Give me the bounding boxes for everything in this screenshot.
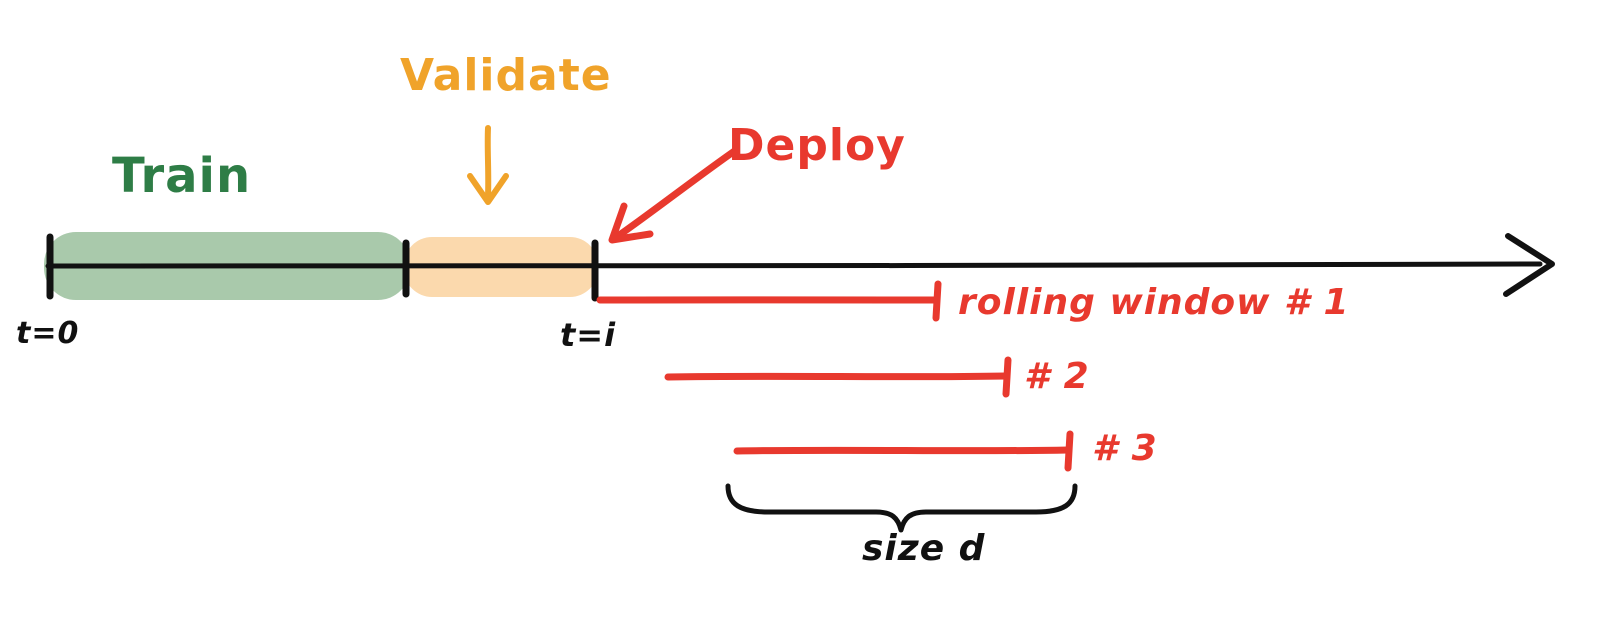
- t0-tick-label: t=0: [16, 316, 80, 351]
- deploy-arrowhead-icon: [608, 202, 654, 244]
- validate-arrow: [484, 125, 492, 199]
- size-d-brace: [725, 483, 1078, 533]
- deploy-arrow: [614, 146, 740, 240]
- ti-tick-label: t=i: [560, 316, 617, 354]
- validate-label: Validate: [400, 50, 612, 101]
- deploy-label: Deploy: [728, 120, 906, 171]
- rolling-window-3-line: [733, 446, 1072, 455]
- rolling-window-3-label: # 3: [1092, 428, 1158, 469]
- rolling-window-3-end-tick: [1064, 430, 1074, 472]
- timeline-axis: [45, 261, 1543, 269]
- rolling-window-1-end-tick: [932, 280, 942, 322]
- rolling-window-2-end-tick: [1002, 356, 1012, 398]
- timeline-arrowhead-icon: [1503, 233, 1555, 297]
- validate-arrowhead-icon: [467, 173, 509, 205]
- train-label: Train: [112, 148, 252, 204]
- rolling-window-1-label: rolling window # 1: [958, 282, 1350, 323]
- rolling-window-2-line: [664, 372, 1010, 381]
- rolling-window-1-line: [596, 296, 940, 304]
- size-d-label: size d: [862, 528, 986, 569]
- rolling-window-2-label: # 2: [1024, 356, 1090, 397]
